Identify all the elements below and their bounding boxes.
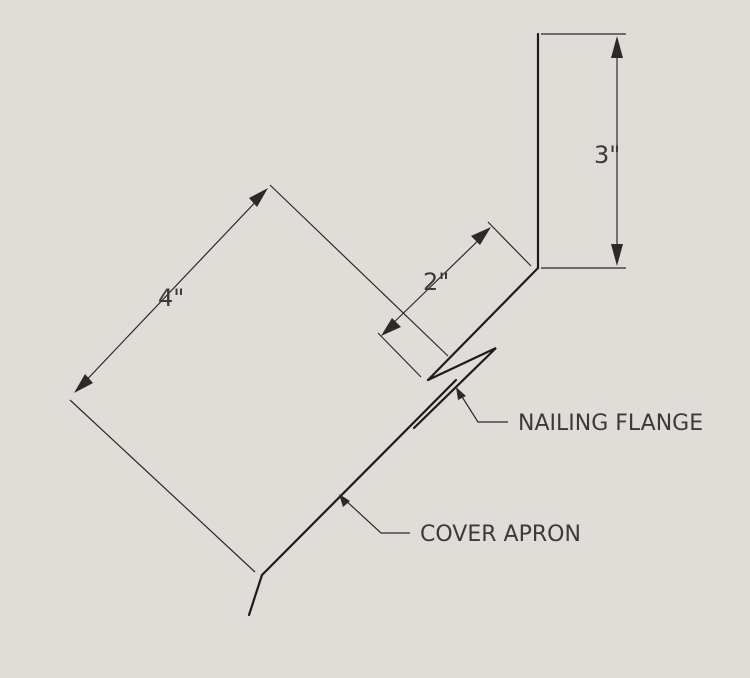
dimension-label-3in: 3" (594, 141, 620, 169)
dimension-line-2in (384, 231, 488, 332)
flashing-profile (247, 32, 540, 617)
leader-nailing-flange (458, 391, 508, 423)
arrowhead-top (611, 36, 623, 58)
callout-nailing-flange: NAILING FLANGE (456, 387, 703, 436)
dimension-3in: 3" (541, 33, 626, 269)
leader-arrow-nailing-flange (456, 387, 466, 400)
arrowhead-2in-lower (381, 318, 401, 336)
dimension-label-4in: 4" (158, 284, 184, 312)
arrowhead-bottom (611, 244, 623, 266)
arrowhead-4in-upper (249, 188, 268, 207)
callout-cover-apron: COVER APRON (339, 494, 581, 547)
extension-line-4in-lower (69, 399, 256, 573)
label-cover-apron: COVER APRON (420, 522, 581, 547)
leader-arrow-cover-apron (339, 494, 350, 507)
dimension-label-2in: 2" (423, 268, 449, 296)
extension-line-2in-upper (487, 221, 532, 267)
leader-cover-apron (342, 497, 410, 534)
dimension-4in: 4" (69, 184, 449, 573)
dimension-2in: 2" (377, 221, 532, 378)
bottom-kick (247, 573, 264, 617)
extension-line-4in-upper (269, 184, 449, 357)
arrowhead-4in-lower (74, 374, 93, 393)
nailing-flange-hem (412, 347, 497, 430)
label-nailing-flange: NAILING FLANGE (518, 411, 703, 436)
dimension-line-4in (77, 192, 265, 390)
extension-line-2in-lower (377, 332, 422, 378)
cover-apron-line (260, 378, 458, 577)
arrowhead-2in-upper (471, 227, 491, 245)
upper-slope (426, 266, 540, 382)
